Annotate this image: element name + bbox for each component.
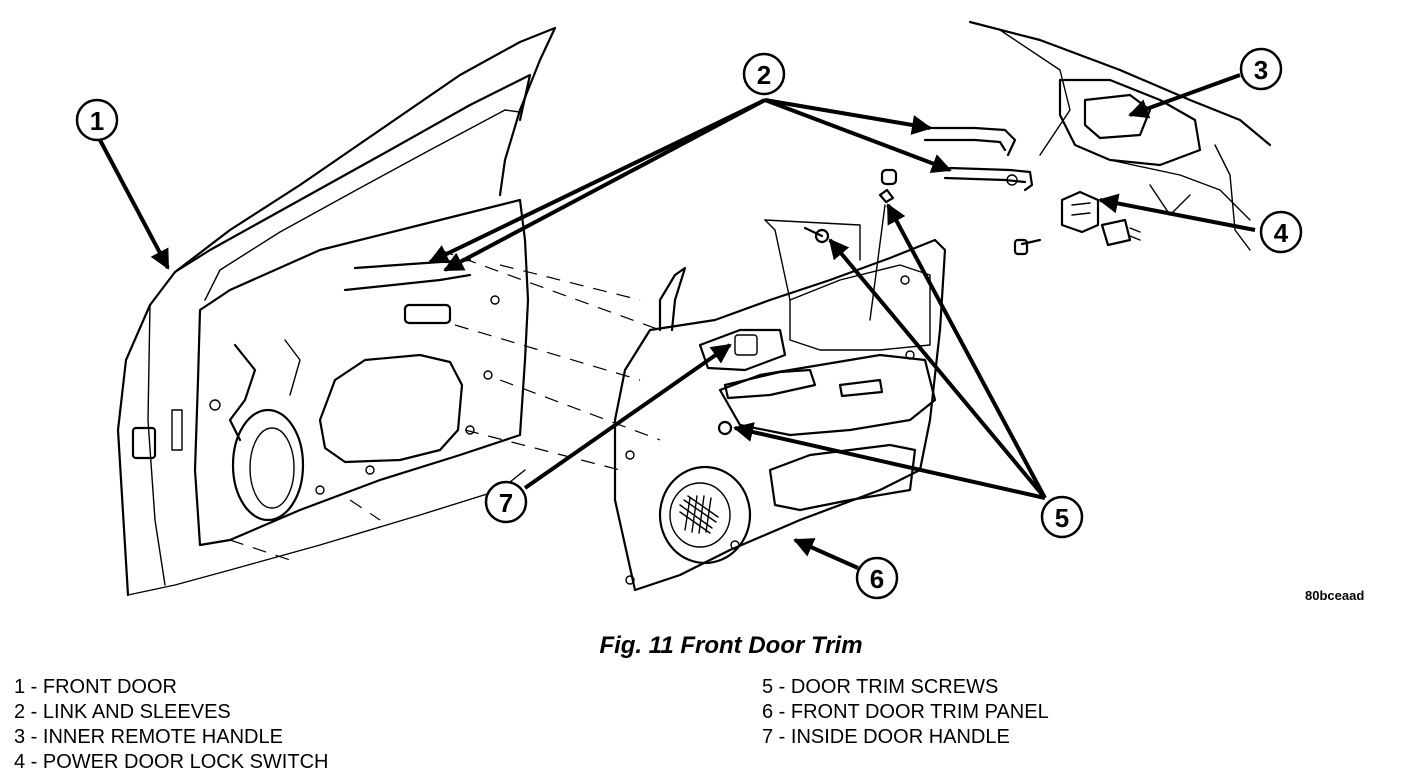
inner-remote-handle-illustration <box>968 20 1272 251</box>
callout-5-number: 5 <box>1055 503 1069 533</box>
callout-2-number: 2 <box>757 60 771 90</box>
callout-4: 4 <box>1259 210 1303 254</box>
legend-item: 5 - DOOR TRIM SCREWS <box>762 676 999 698</box>
legend-item: 2 - LINK AND SLEEVES <box>14 701 231 723</box>
door-trim-panel-illustration <box>613 168 947 592</box>
callout-6-number: 6 <box>870 564 884 594</box>
callout-1: 1 <box>75 98 119 142</box>
callout-1-number: 1 <box>90 106 104 136</box>
power-door-lock-switch-illustration <box>1013 190 1141 256</box>
alignment-lines <box>229 249 661 561</box>
callout-5: 5 <box>1040 495 1084 539</box>
legend-item: 3 - INNER REMOTE HANDLE <box>14 726 283 748</box>
front-door-illustration <box>116 26 557 597</box>
callout-4-number: 4 <box>1274 218 1289 248</box>
legend-left: 1 - FRONT DOOR 2 - LINK AND SLEEVES 3 - … <box>14 675 328 775</box>
legend-item: 6 - FRONT DOOR TRIM PANEL <box>762 701 1049 723</box>
callout-2: 2 <box>742 52 786 96</box>
figure-code: 80bceaad <box>1305 588 1365 603</box>
door-trim-diagram: 1 2 3 4 5 6 7 <box>75 20 1303 600</box>
legend-item: 1 - FRONT DOOR <box>14 676 177 698</box>
callout-7-number: 7 <box>499 488 513 518</box>
legend-item: 7 - INSIDE DOOR HANDLE <box>762 726 1010 748</box>
figure-caption: Fig. 11 Front Door Trim <box>599 632 863 659</box>
callout-6: 6 <box>855 556 899 600</box>
link-and-sleeves-illustration <box>918 126 1034 192</box>
callout-3-number: 3 <box>1254 55 1268 85</box>
callout-7: 7 <box>484 480 528 524</box>
legend-right: 5 - DOOR TRIM SCREWS 6 - FRONT DOOR TRIM… <box>762 675 1049 750</box>
legend-item: 4 - POWER DOOR LOCK SWITCH <box>14 751 329 773</box>
leader-arrows <box>98 73 1256 570</box>
callout-3: 3 <box>1239 47 1283 91</box>
